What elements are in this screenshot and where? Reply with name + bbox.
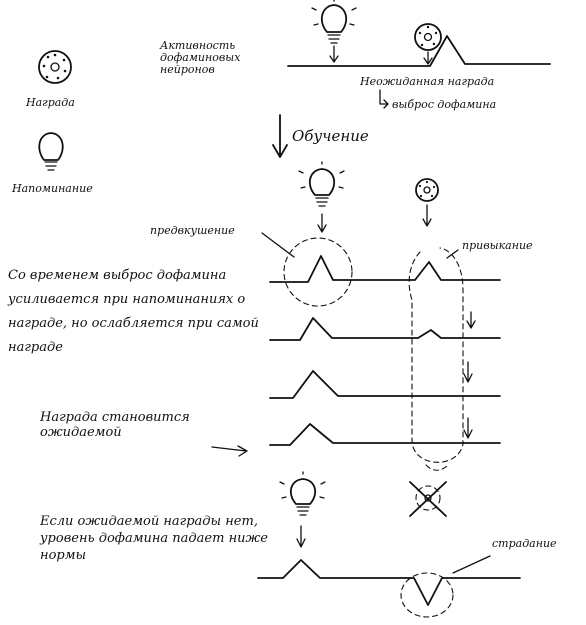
activity-label: Активность дофаминовых нейронов xyxy=(160,39,241,76)
down-arrow-icon xyxy=(463,361,473,383)
suffering-label: страдание xyxy=(492,537,557,550)
trace-1 xyxy=(269,255,501,283)
hook-arrow-icon xyxy=(379,89,389,109)
habituation-oval xyxy=(408,247,464,463)
reward-legend-label: Награда xyxy=(26,96,75,109)
down-arrow-icon xyxy=(317,213,327,233)
learning-label: Обучение xyxy=(292,127,369,145)
lightbulb-icon xyxy=(311,0,357,44)
anticipation-label: предвкушение xyxy=(150,224,235,237)
pointer-line xyxy=(446,249,459,259)
reward-icon xyxy=(38,50,72,84)
suffering-circle xyxy=(400,572,454,618)
baseline-trace xyxy=(287,35,551,67)
reward-icon xyxy=(415,178,439,202)
down-arrow-icon xyxy=(296,525,306,548)
down-arrow-icon xyxy=(423,51,433,65)
dopamine-burst-label: выброс дофамина xyxy=(392,98,497,111)
trace-dip xyxy=(257,559,521,606)
crossed-reward-icon xyxy=(409,481,447,517)
habituation-label: привыкание xyxy=(462,239,533,252)
trace-2 xyxy=(269,317,501,341)
reminder-legend-label: Напоминание xyxy=(12,182,93,195)
anticipation-circle xyxy=(283,237,353,307)
explanation-text: Со временем выброс дофамина усиливается … xyxy=(8,268,259,355)
trace-3 xyxy=(269,370,501,399)
lightbulb-icon xyxy=(298,161,345,207)
expected-label: Награда становится ожидаемой xyxy=(40,410,190,440)
right-arrow-icon xyxy=(211,445,248,457)
lightbulb-icon xyxy=(279,471,326,516)
unexpected-reward-label: Неожиданная награда xyxy=(360,75,495,88)
no-reward-text: Если ожидаемой награды нет, уровень дофа… xyxy=(40,514,268,563)
pointer-line xyxy=(452,555,491,574)
lightbulb-icon xyxy=(38,132,64,171)
pointer-line xyxy=(261,232,295,258)
down-arrow-icon xyxy=(463,417,473,439)
reward-icon xyxy=(414,23,442,51)
trace-4 xyxy=(269,423,501,446)
down-arrow-icon xyxy=(422,204,432,227)
learning-arrow-icon xyxy=(272,114,288,158)
down-arrow-icon xyxy=(466,311,476,329)
down-arrow-icon xyxy=(329,45,339,63)
oval-bottom xyxy=(425,464,449,471)
